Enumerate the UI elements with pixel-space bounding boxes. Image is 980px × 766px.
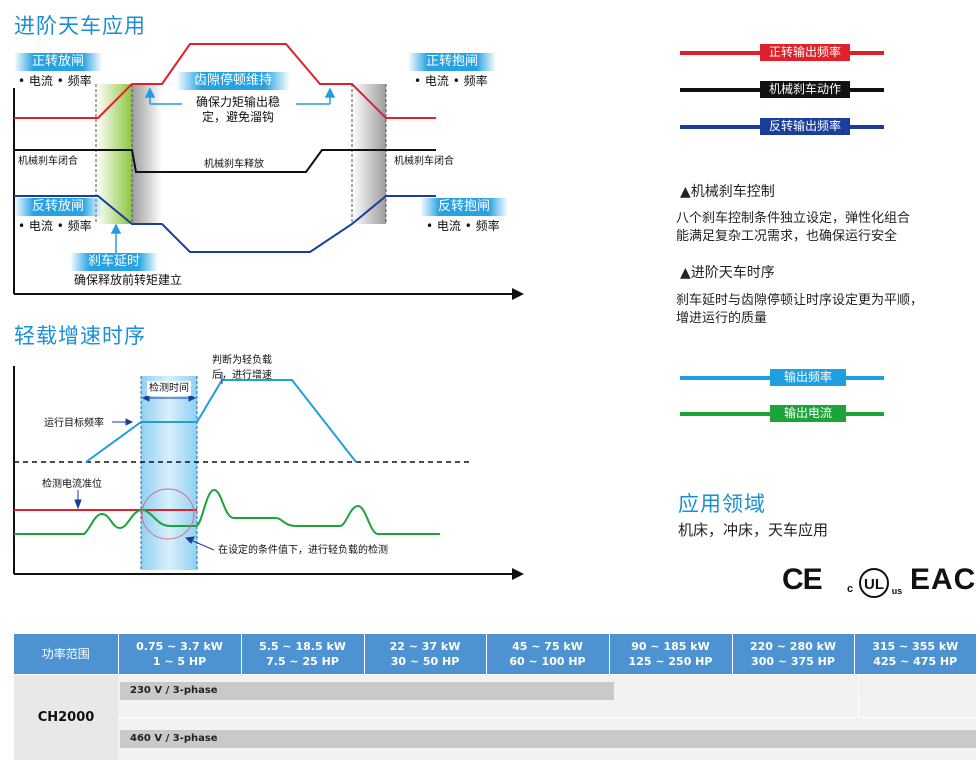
kw-range: 220 ~ 280 kW xyxy=(749,640,837,653)
column-header: 315 ~ 355 kW 425 ~ 475 HP xyxy=(853,634,976,675)
power-range-table: 功率范围 0.75 ~ 3.7 kW 1 ~ 5 HP 5.5 ~ 18.5 kW… xyxy=(14,634,976,760)
tag-reverse-release: 反转放闸 xyxy=(14,198,103,216)
svg-text:c: c xyxy=(847,583,853,595)
x-axis-arrow xyxy=(512,288,524,300)
table-row: 460 V / 3-phase xyxy=(14,717,976,760)
hp-range: 30 ~ 50 HP xyxy=(390,655,460,668)
forward-release-current-frequency: • 电流 • 频率 xyxy=(18,74,92,88)
voltage-230-cell: 230 V / 3-phase xyxy=(118,674,976,718)
brake-control-heading: ▲机械刹车控制 xyxy=(680,184,775,200)
advanced-crane-heading: ▲进阶天车时序 xyxy=(680,265,775,281)
column-header: 220 ~ 280 kW 300 ~ 375 HP xyxy=(731,634,854,675)
svg-text:UL: UL xyxy=(864,576,884,593)
reverse-frequency-line xyxy=(14,195,436,253)
x-axis-arrow xyxy=(512,568,524,580)
brake-release-label: 机械刹车释放 xyxy=(204,159,264,170)
hp-range: 1 ~ 5 HP xyxy=(152,655,207,668)
forward-frequency-line xyxy=(14,43,436,119)
light-load-timing-diagram xyxy=(13,366,524,580)
model-name: CH2000 xyxy=(14,674,118,760)
torque-output-note: 确保力矩输出稳 定，避免溜钩 xyxy=(196,95,281,124)
reverse-release-current-frequency: • 电流 • 频率 xyxy=(18,219,92,233)
tag-backlash-pause: 齿隙停顿维持 xyxy=(176,72,291,90)
detect-time-label: 检测时间 xyxy=(147,381,191,396)
eac-mark-icon: EAC xyxy=(910,563,977,596)
column-header: 90 ~ 185 kW 125 ~ 250 HP xyxy=(608,634,732,675)
tag-reverse-hold: 反转抱闸 xyxy=(420,198,509,216)
backlash-band-right xyxy=(352,84,386,224)
tag-brake-delay: 刹车延时 xyxy=(70,253,159,271)
crane-timing-diagram xyxy=(13,43,524,300)
cul-us-mark-icon: UL c us xyxy=(847,568,903,598)
ce-mark-icon: CE xyxy=(782,563,823,596)
crane-section-title: 进阶天车应用 xyxy=(14,14,146,38)
judge-light-load-note: 判断为轻负载 后，进行增速 xyxy=(212,355,272,381)
tag-forward-release: 正转放闸 xyxy=(14,53,103,71)
brake-close-left-label: 机械刹车闭合 xyxy=(18,156,78,167)
output-frequency-line xyxy=(85,379,357,463)
kw-range: 0.75 ~ 3.7 kW xyxy=(136,640,223,653)
column-header: 45 ~ 75 kW 60 ~ 100 HP xyxy=(485,634,609,675)
brake-action-line xyxy=(14,149,436,173)
backlash-band-left xyxy=(132,84,162,224)
legend-reverse-frequency: 反转输出频率 xyxy=(760,118,851,135)
detect-current-level-label: 检测电流准位 xyxy=(42,479,102,490)
light-load-condition-note: 在设定的条件值下，进行轻负载的检测 xyxy=(218,545,388,556)
voltage-230-bar: 230 V / 3-phase xyxy=(120,682,614,700)
tag-forward-hold: 正转抱闸 xyxy=(408,53,497,71)
hp-range: 425 ~ 475 HP xyxy=(873,655,958,668)
kw-range: 5.5 ~ 18.5 kW xyxy=(259,640,346,653)
light-load-section-title: 轻载增速时序 xyxy=(14,324,146,348)
legend-output-frequency: 输出频率 xyxy=(770,369,847,386)
brake-control-text: 八个刹车控制条件独立设定，弹性化组合 能满足复杂工况需求，也确保运行安全 xyxy=(676,211,911,244)
hp-range: 300 ~ 375 HP xyxy=(751,655,835,668)
table-row: CH2000 230 V / 3-phase xyxy=(14,674,976,760)
svg-text:us: us xyxy=(892,586,903,596)
reverse-hold-current-frequency: • 电流 • 频率 xyxy=(426,219,500,233)
forward-hold-current-frequency: • 电流 • 频率 xyxy=(414,74,488,88)
advanced-crane-text: 刹车延时与齿隙停顿让时序设定更为平顺， 增进运行的质量 xyxy=(676,293,924,326)
detection-circle xyxy=(141,488,195,540)
voltage-460-bar: 460 V / 3-phase xyxy=(120,730,976,748)
legend-output-current: 输出电流 xyxy=(770,405,847,422)
kw-range: 90 ~ 185 kW xyxy=(631,640,710,653)
legend-forward-frequency: 正转输出频率 xyxy=(760,44,851,61)
kw-range: 45 ~ 75 kW xyxy=(512,640,583,653)
hp-range: 125 ~ 250 HP xyxy=(628,655,713,668)
output-current-line xyxy=(14,488,440,535)
brake-close-right-label: 机械刹车闭合 xyxy=(394,156,454,167)
application-text: 机床，冲床，天车应用 xyxy=(678,521,829,539)
kw-range: 315 ~ 355 kW xyxy=(872,640,959,653)
application-title: 应用领域 xyxy=(678,492,766,516)
power-range-header: 功率范围 xyxy=(14,634,118,675)
legend-brake-action: 机械刹车动作 xyxy=(760,81,851,98)
column-header: 5.5 ~ 18.5 kW 7.5 ~ 25 HP xyxy=(240,634,364,675)
hp-range: 7.5 ~ 25 HP xyxy=(266,655,339,668)
cell-divider xyxy=(858,675,859,717)
table-header-row: 功率范围 0.75 ~ 3.7 kW 1 ~ 5 HP 5.5 ~ 18.5 kW… xyxy=(14,634,976,675)
release-torque-note: 确保释放前转矩建立 xyxy=(74,273,183,287)
hp-range: 60 ~ 100 HP xyxy=(509,655,586,668)
column-header: 22 ~ 37 kW 30 ~ 50 HP xyxy=(363,634,486,675)
voltage-460-cell: 460 V / 3-phase xyxy=(118,717,976,760)
kw-range: 22 ~ 37 kW xyxy=(389,640,461,653)
column-header: 0.75 ~ 3.7 kW 1 ~ 5 HP xyxy=(117,634,241,675)
target-frequency-label: 运行目标频率 xyxy=(44,418,104,429)
